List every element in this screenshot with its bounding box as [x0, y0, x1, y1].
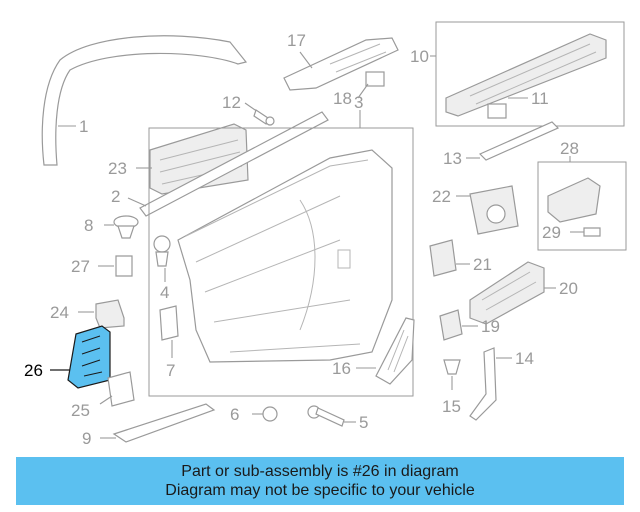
callout-25: 25 [71, 401, 90, 420]
callout-4: 4 [160, 283, 169, 302]
part-18-clip [357, 71, 385, 99]
callout-29: 29 [542, 223, 561, 242]
part-27-clip [98, 255, 133, 277]
callout-21: 21 [473, 255, 492, 274]
callout-11: 11 [531, 89, 549, 108]
callout-23: 23 [108, 159, 127, 178]
callout-13: 13 [443, 149, 462, 168]
part-24-switch [78, 299, 125, 329]
callout-3: 3 [354, 93, 363, 112]
banner-line-2: Diagram may not be specific to your vehi… [165, 482, 475, 499]
part-29-screw [570, 227, 601, 237]
part-8-clip [104, 215, 139, 239]
callout-22: 22 [432, 187, 451, 206]
part-4-clip [153, 235, 171, 282]
callout-15: 15 [442, 397, 461, 416]
part-7-bracket [159, 305, 179, 358]
part-14-trim-piece [469, 347, 512, 421]
callout-16: 16 [332, 359, 351, 378]
part-22-knob-switch [456, 185, 519, 235]
info-banner: Part or sub-assembly is #26 in diagram D… [16, 457, 624, 505]
callout-1: 1 [79, 117, 88, 136]
part-9-sill [100, 403, 216, 443]
part-20-switch-block [469, 261, 556, 325]
part-15-clip [443, 359, 461, 390]
parts-diagram: 1 17 18 12 23 2 3 [24, 21, 627, 448]
callout-8: 8 [84, 216, 93, 235]
part-12-screw [244, 102, 275, 126]
callout-5: 5 [359, 413, 368, 432]
part-13-seal-strip [466, 121, 560, 161]
callout-9: 9 [82, 429, 91, 448]
callout-2: 2 [111, 187, 120, 206]
callout-27: 27 [71, 257, 90, 276]
part-5-screw [307, 405, 356, 427]
part-19-switch [439, 309, 478, 341]
callout-12: 12 [222, 93, 241, 112]
part-26-switch-highlighted [50, 325, 111, 389]
callout-26: 26 [24, 361, 43, 380]
part-1-window-molding [41, 35, 248, 166]
callout-6: 6 [230, 405, 239, 424]
callout-7: 7 [166, 361, 175, 380]
callout-17: 17 [287, 31, 306, 50]
part-16-speaker-grille [356, 317, 415, 385]
callout-20: 20 [559, 279, 578, 298]
part-3-door-panel [148, 110, 414, 397]
callout-24: 24 [50, 303, 69, 322]
banner-line-1: Part or sub-assembly is #26 in diagram [181, 463, 459, 480]
part-25-bracket [99, 371, 135, 407]
part-11-clip [487, 97, 528, 119]
part-17-trim [283, 37, 399, 91]
callout-14: 14 [515, 349, 534, 368]
part-2-belt-molding [127, 111, 329, 217]
callout-28: 28 [560, 139, 579, 158]
part-10-master-switch-panel [430, 21, 625, 127]
part-6-clip [252, 406, 278, 422]
callout-18: 18 [333, 89, 352, 108]
part-21-switch [429, 239, 470, 277]
callout-10: 10 [410, 47, 429, 66]
callout-19: 19 [481, 317, 500, 336]
part-28-handle-box [537, 156, 627, 251]
